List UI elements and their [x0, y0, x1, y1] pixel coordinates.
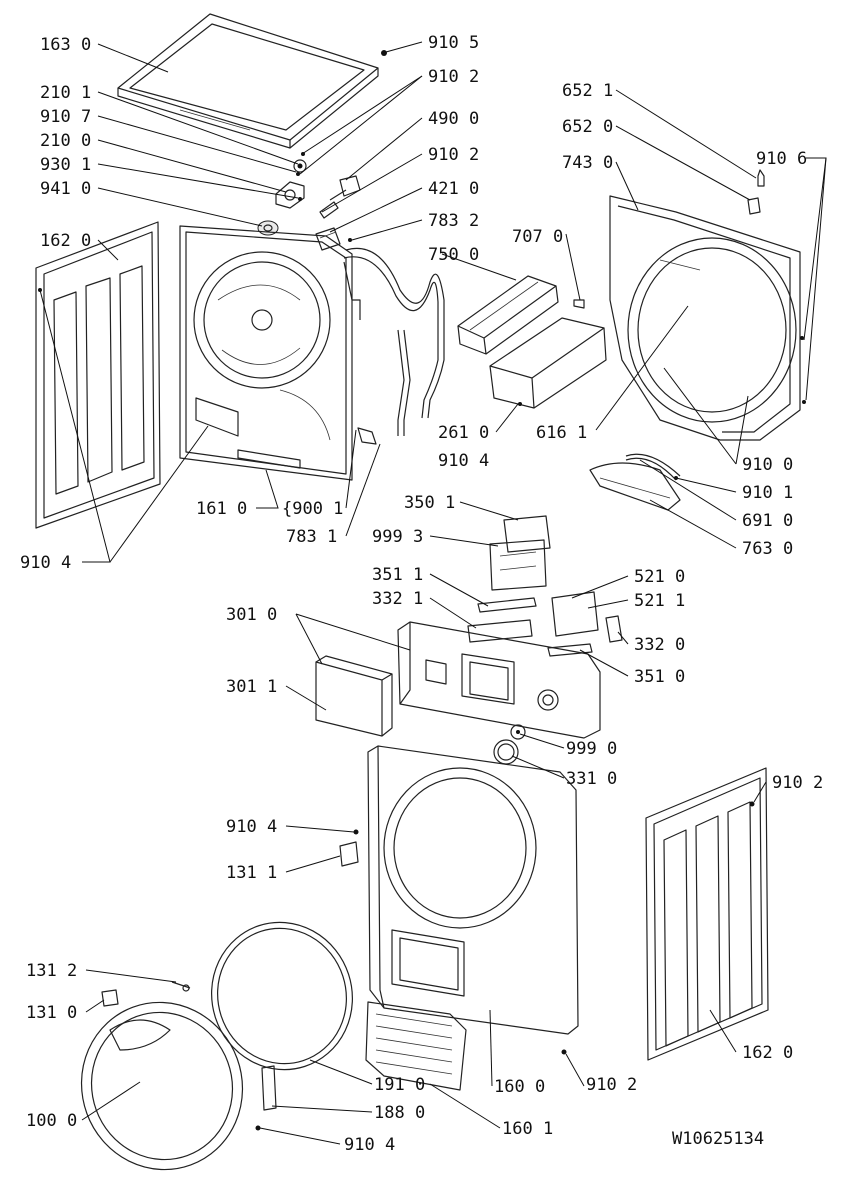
- label-910-4-front: 910 4: [226, 817, 277, 837]
- part-labels: 163 0 210 1 910 7 210 0 930 1 941 0 162 …: [20, 33, 823, 1155]
- label-332-1: 332 1: [372, 589, 423, 609]
- label-210-0: 210 0: [40, 131, 91, 151]
- part-front-bulkhead: [609, 169, 806, 441]
- label-163-0: 163 0: [40, 35, 91, 55]
- label-131-2: 131 2: [26, 961, 77, 981]
- part-rear-frame: [179, 225, 353, 481]
- label-910-7: 910 7: [40, 107, 91, 127]
- leader-lines: [39, 41, 827, 1145]
- label-910-5: 910 5: [428, 33, 479, 53]
- label-521-0: 521 0: [634, 567, 685, 587]
- label-162-0-left: 162 0: [40, 231, 91, 251]
- label-210-1: 210 1: [40, 83, 91, 103]
- label-160-0: 160 0: [494, 1077, 545, 1097]
- label-350-1: 350 1: [404, 493, 455, 513]
- label-652-0: 652 0: [562, 117, 613, 137]
- label-910-2-top: 910 2: [428, 67, 479, 87]
- label-910-2-right: 910 2: [772, 773, 823, 793]
- label-910-2-mid: 910 2: [428, 145, 479, 165]
- part-front-panel: [353, 745, 579, 1055]
- label-301-0: 301 0: [226, 605, 277, 625]
- part-knob: [493, 724, 526, 765]
- part-dispenser-drawer: [315, 655, 393, 737]
- part-motor-components: [315, 175, 361, 251]
- label-707-0: 707 0: [512, 227, 563, 247]
- part-hoses: [343, 247, 445, 445]
- label-999-3: 999 3: [372, 527, 423, 547]
- label-910-4-left: 910 4: [20, 553, 71, 573]
- label-301-1: 301 1: [226, 677, 277, 697]
- label-161-0: 161 0: [196, 499, 247, 519]
- label-351-0: 351 0: [634, 667, 685, 687]
- label-421-0: 421 0: [428, 179, 479, 199]
- part-door: [80, 1001, 277, 1171]
- label-616-1: 616 1: [536, 423, 587, 443]
- label-261-0: 261 0: [438, 423, 489, 443]
- label-160-1: 160 1: [502, 1119, 553, 1139]
- label-743-0: 743 0: [562, 153, 613, 173]
- label-910-4-bottom: 910 4: [344, 1135, 395, 1155]
- label-910-0: 910 0: [742, 455, 793, 475]
- label-521-1: 521 1: [634, 591, 685, 611]
- label-999-0: 999 0: [566, 739, 617, 759]
- label-162-0-right: 162 0: [742, 1043, 793, 1063]
- label-131-1: 131 1: [226, 863, 277, 883]
- part-control-console: [397, 621, 601, 739]
- label-331-0: 331 0: [566, 769, 617, 789]
- label-351-1: 351 1: [372, 565, 423, 585]
- label-750-0: 750 0: [428, 245, 479, 265]
- label-783-1: 783 1: [286, 527, 337, 547]
- part-air-duct: [457, 275, 607, 409]
- label-652-1: 652 1: [562, 81, 613, 101]
- label-191-0: 191 0: [374, 1075, 425, 1095]
- label-100-0: 100 0: [26, 1111, 77, 1131]
- label-910-2-bottom: 910 2: [586, 1075, 637, 1095]
- label-763-0: 763 0: [742, 539, 793, 559]
- part-lint-filter: [589, 453, 681, 511]
- part-top-cover: [117, 13, 379, 149]
- label-910-6: 910 6: [756, 149, 807, 169]
- label-490-0: 490 0: [428, 109, 479, 129]
- label-783-2: 783 2: [428, 211, 479, 231]
- label-188-0: 188 0: [374, 1103, 425, 1123]
- label-941-0: 941 0: [40, 179, 91, 199]
- label-900-1: {900 1: [282, 499, 343, 519]
- part-control-electronics: [467, 515, 623, 657]
- drawing-number: W10625134: [672, 1129, 764, 1149]
- label-930-1: 930 1: [40, 155, 91, 175]
- part-left-side-panel: [35, 221, 161, 529]
- part-right-side-panel: [645, 767, 769, 1061]
- label-691-0: 691 0: [742, 511, 793, 531]
- label-332-0: 332 0: [634, 635, 685, 655]
- label-910-4-duct: 910 4: [438, 451, 489, 471]
- part-kickplate-grille: [365, 1001, 467, 1091]
- label-910-1: 910 1: [742, 483, 793, 503]
- part-door-seal: [211, 921, 353, 1071]
- label-131-0: 131 0: [26, 1003, 77, 1023]
- part-door-hinge-parts: [101, 841, 359, 1007]
- part-top-hardware: [257, 50, 387, 236]
